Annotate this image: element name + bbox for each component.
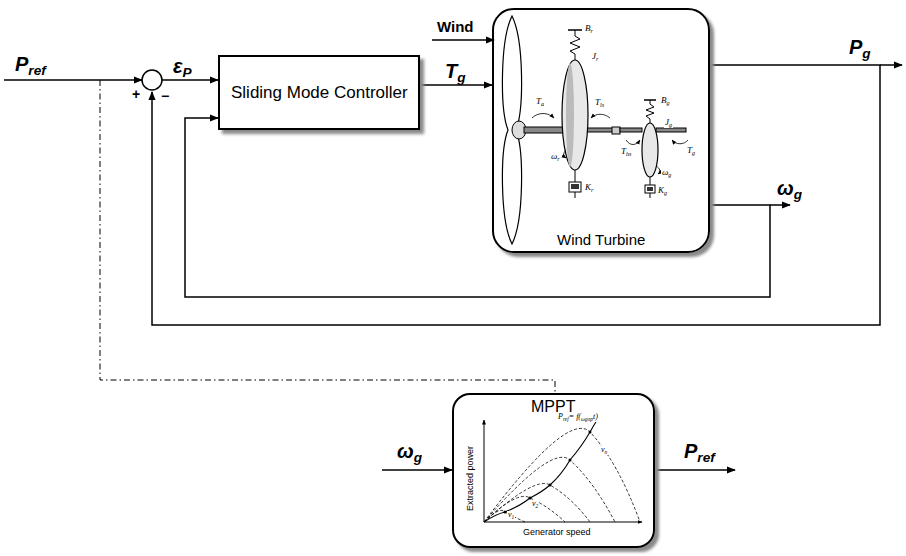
signal-connector (185, 118, 770, 297)
curve-label: Pref= f(ωgopt) (557, 413, 599, 422)
signal-connector (420, 84, 492, 86)
component-symbol: ωr (550, 152, 561, 162)
axis-label: Extracted power (466, 445, 476, 512)
power-output-wire (880, 64, 902, 66)
component-symbol: Tg (686, 146, 696, 156)
mppt-input-wire (382, 469, 452, 471)
signal-name: Pref (683, 440, 716, 462)
turbine-illustration (502, 16, 688, 244)
component-symbol: Jg (664, 118, 673, 128)
component-symbol: Ta (535, 97, 545, 107)
component-symbol: Bg (660, 96, 671, 106)
component-symbol: Jr (591, 52, 599, 62)
speed-output-wire (770, 204, 790, 206)
summing-junction (142, 70, 162, 90)
component-symbol: Tls (594, 98, 605, 108)
curve-label: v2 (531, 500, 539, 509)
plant-box: Wind Turbine (492, 8, 710, 253)
wind-wire (432, 39, 494, 41)
component-symbol: Br (584, 24, 594, 34)
mppt-output-wire (655, 469, 735, 471)
component-symbol: Ths (620, 147, 632, 157)
mppt-reference-link (100, 80, 555, 393)
box-title: Sliding Mode Controller (231, 83, 408, 103)
signal-name: ωg (776, 177, 803, 199)
curve-label: v1 (507, 511, 515, 520)
reference-wire (4, 79, 142, 81)
input-name: Wind (436, 19, 475, 36)
component-symbol: ωg (661, 168, 672, 178)
signal-name: Pg (848, 36, 872, 58)
mppt-chart (484, 420, 642, 522)
mppt-box: MPPT (452, 393, 655, 548)
curve-label: vn (600, 446, 608, 455)
sign-symbol: + (131, 87, 141, 102)
component-symbol: Kg (657, 186, 668, 196)
component-symbol: Kr (584, 183, 594, 193)
signal-name: Pref (14, 53, 47, 75)
box-title: Wind Turbine (557, 231, 645, 248)
controller-box: Sliding Mode Controller (218, 55, 420, 130)
sign-symbol: − (160, 89, 170, 104)
signal-name: ωg (396, 440, 423, 462)
signal-name: εP (172, 55, 193, 77)
signal-name: Tg (444, 60, 467, 82)
axis-label: Generator speed (522, 528, 592, 538)
